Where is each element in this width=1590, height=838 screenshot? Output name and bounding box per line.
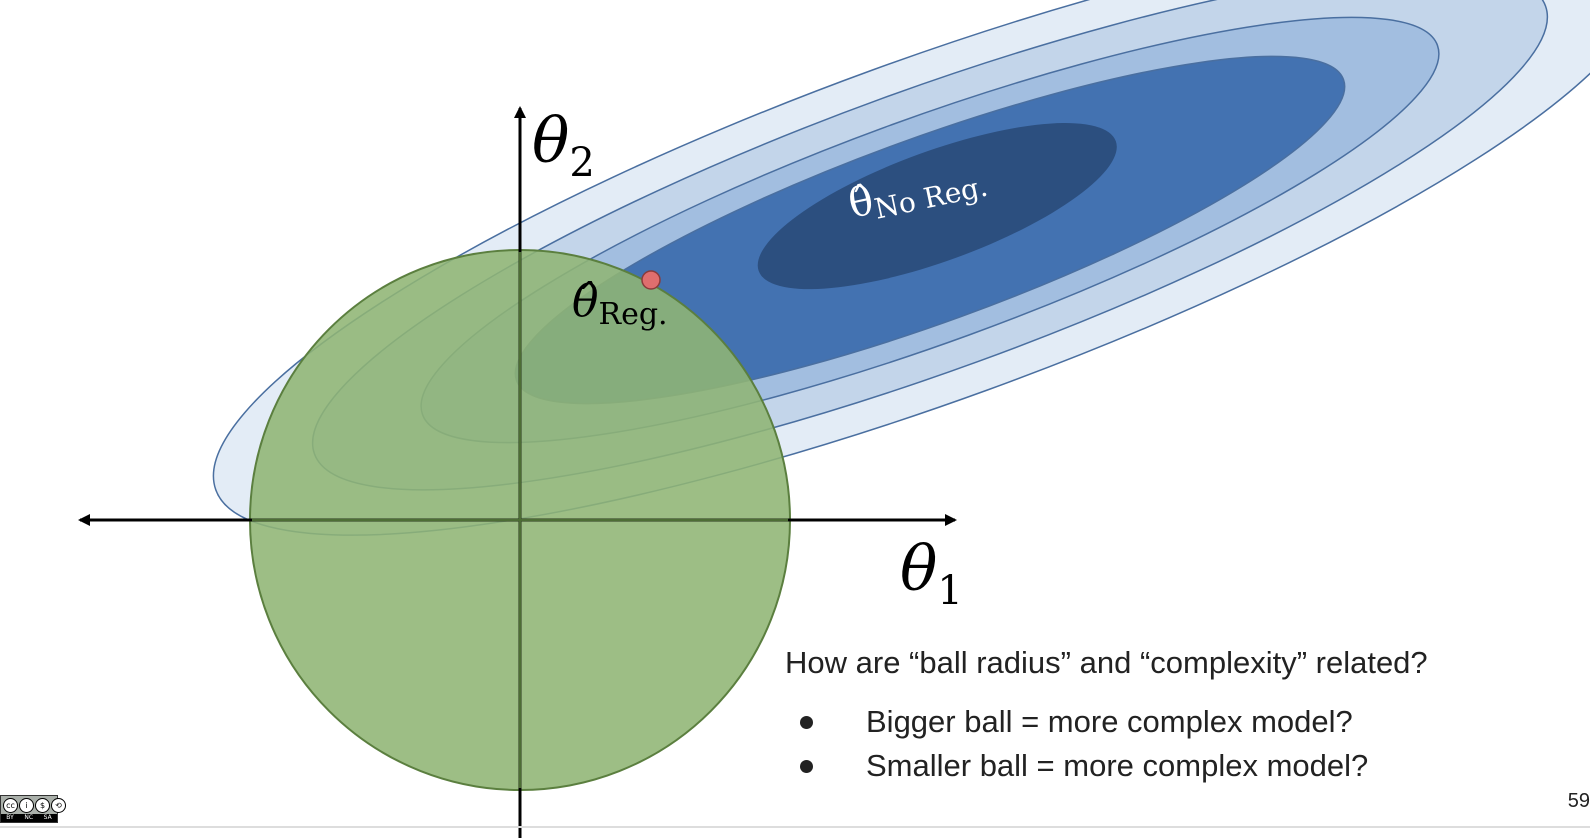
license-label-sa: SA	[43, 814, 52, 821]
cc-icon: cc	[3, 798, 18, 813]
regularized-point	[641, 270, 661, 290]
bullet-text: Smaller ball = more complex model?	[866, 748, 1369, 783]
contour-level-5	[757, 123, 1117, 290]
answer-options: Bigger ball = more complex model? Smalle…	[800, 700, 1368, 788]
bullet-text: Bigger ball = more complex model?	[866, 704, 1353, 739]
by-icon: i	[19, 798, 34, 813]
bullet-item: Smaller ball = more complex model?	[800, 744, 1368, 788]
bottom-divider	[0, 826, 1590, 828]
question-text: How are “ball radius” and “complexity” r…	[785, 645, 1428, 680]
sa-icon: ⟲	[51, 798, 66, 813]
slide-number: 59	[1567, 790, 1590, 812]
theta1-label: θ1	[900, 532, 963, 614]
license-label-nc: NC	[24, 814, 34, 821]
nc-icon: $	[35, 798, 50, 813]
bullet-dot	[800, 716, 813, 729]
reg-label: θ̂Reg.	[572, 276, 668, 332]
bullet-item: Bigger ball = more complex model?	[800, 700, 1368, 744]
bullet-dot	[800, 760, 813, 773]
creative-commons-badge: cc i $ ⟲ BY NC SA	[0, 795, 66, 823]
license-label-by: BY	[6, 814, 14, 821]
theta2-label: θ2	[532, 104, 595, 186]
